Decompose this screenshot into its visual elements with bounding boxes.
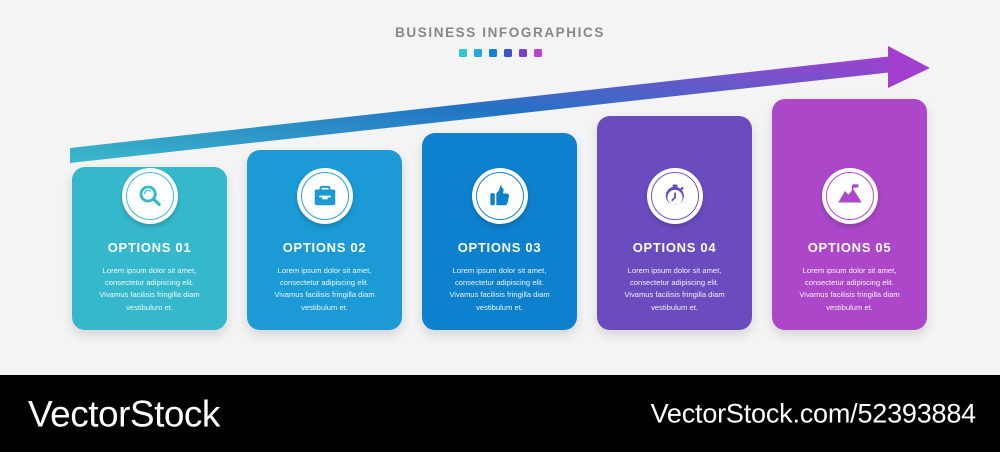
briefcase-icon — [296, 167, 353, 224]
color-dot-2 — [473, 48, 482, 57]
option-card-title: OPTIONS 04 — [632, 239, 717, 255]
mountain-flag-icon — [821, 167, 878, 224]
option-card-content: OPTIONS 02 Lorem ipsum dolor sit amet, co… — [247, 167, 402, 314]
page-title: BUSINESS INFOGRAPHICS — [395, 25, 605, 40]
footer-brand: VectorStock — [28, 393, 220, 434]
option-card-content: OPTIONS 04 Lorem ipsum dolor sit amet, co… — [597, 167, 752, 314]
color-dot-1 — [458, 48, 467, 57]
option-card-3[interactable]: OPTIONS 03 Lorem ipsum dolor sit amet, co… — [422, 133, 577, 330]
option-card-title: OPTIONS 02 — [282, 239, 367, 255]
option-card-body: Lorem ipsum dolor sit amet, consectetur … — [274, 265, 375, 312]
option-card-5[interactable]: OPTIONS 05 Lorem ipsum dolor sit amet, co… — [772, 99, 927, 330]
option-card-title: OPTIONS 05 — [807, 239, 892, 255]
thumbs-up-icon — [471, 167, 528, 224]
option-card-body: Lorem ipsum dolor sit amet, consectetur … — [799, 265, 900, 312]
footer-url: VectorStock.com/52393884 — [650, 398, 977, 428]
magnifier-icon — [121, 167, 178, 224]
color-dot-3 — [488, 48, 497, 57]
stopwatch-icon — [646, 167, 703, 224]
watermark-footer: VectorStock VectorStock.com/52393884 — [0, 375, 1000, 452]
color-dot-6 — [533, 48, 542, 57]
header: BUSINESS INFOGRAPHICS — [0, 26, 1000, 57]
option-card-1[interactable]: OPTIONS 01 Lorem ipsum dolor sit amet, co… — [72, 167, 227, 330]
color-dot-4 — [503, 48, 512, 57]
option-card-title: OPTIONS 03 — [457, 239, 542, 255]
option-card-content: OPTIONS 05 Lorem ipsum dolor sit amet, co… — [772, 167, 927, 314]
option-card-4[interactable]: OPTIONS 04 Lorem ipsum dolor sit amet, co… — [597, 116, 752, 330]
color-dot-5 — [518, 48, 527, 57]
option-card-content: OPTIONS 01 Lorem ipsum dolor sit amet, co… — [72, 167, 227, 314]
option-card-body: Lorem ipsum dolor sit amet, consectetur … — [99, 265, 200, 312]
option-card-body: Lorem ipsum dolor sit amet, consectetur … — [449, 265, 550, 312]
option-card-content: OPTIONS 03 Lorem ipsum dolor sit amet, co… — [422, 167, 577, 314]
option-card-title: OPTIONS 01 — [107, 239, 192, 255]
option-card-body: Lorem ipsum dolor sit amet, consectetur … — [624, 265, 725, 312]
color-dot-row — [0, 48, 1000, 57]
option-card-2[interactable]: OPTIONS 02 Lorem ipsum dolor sit amet, co… — [247, 150, 402, 330]
